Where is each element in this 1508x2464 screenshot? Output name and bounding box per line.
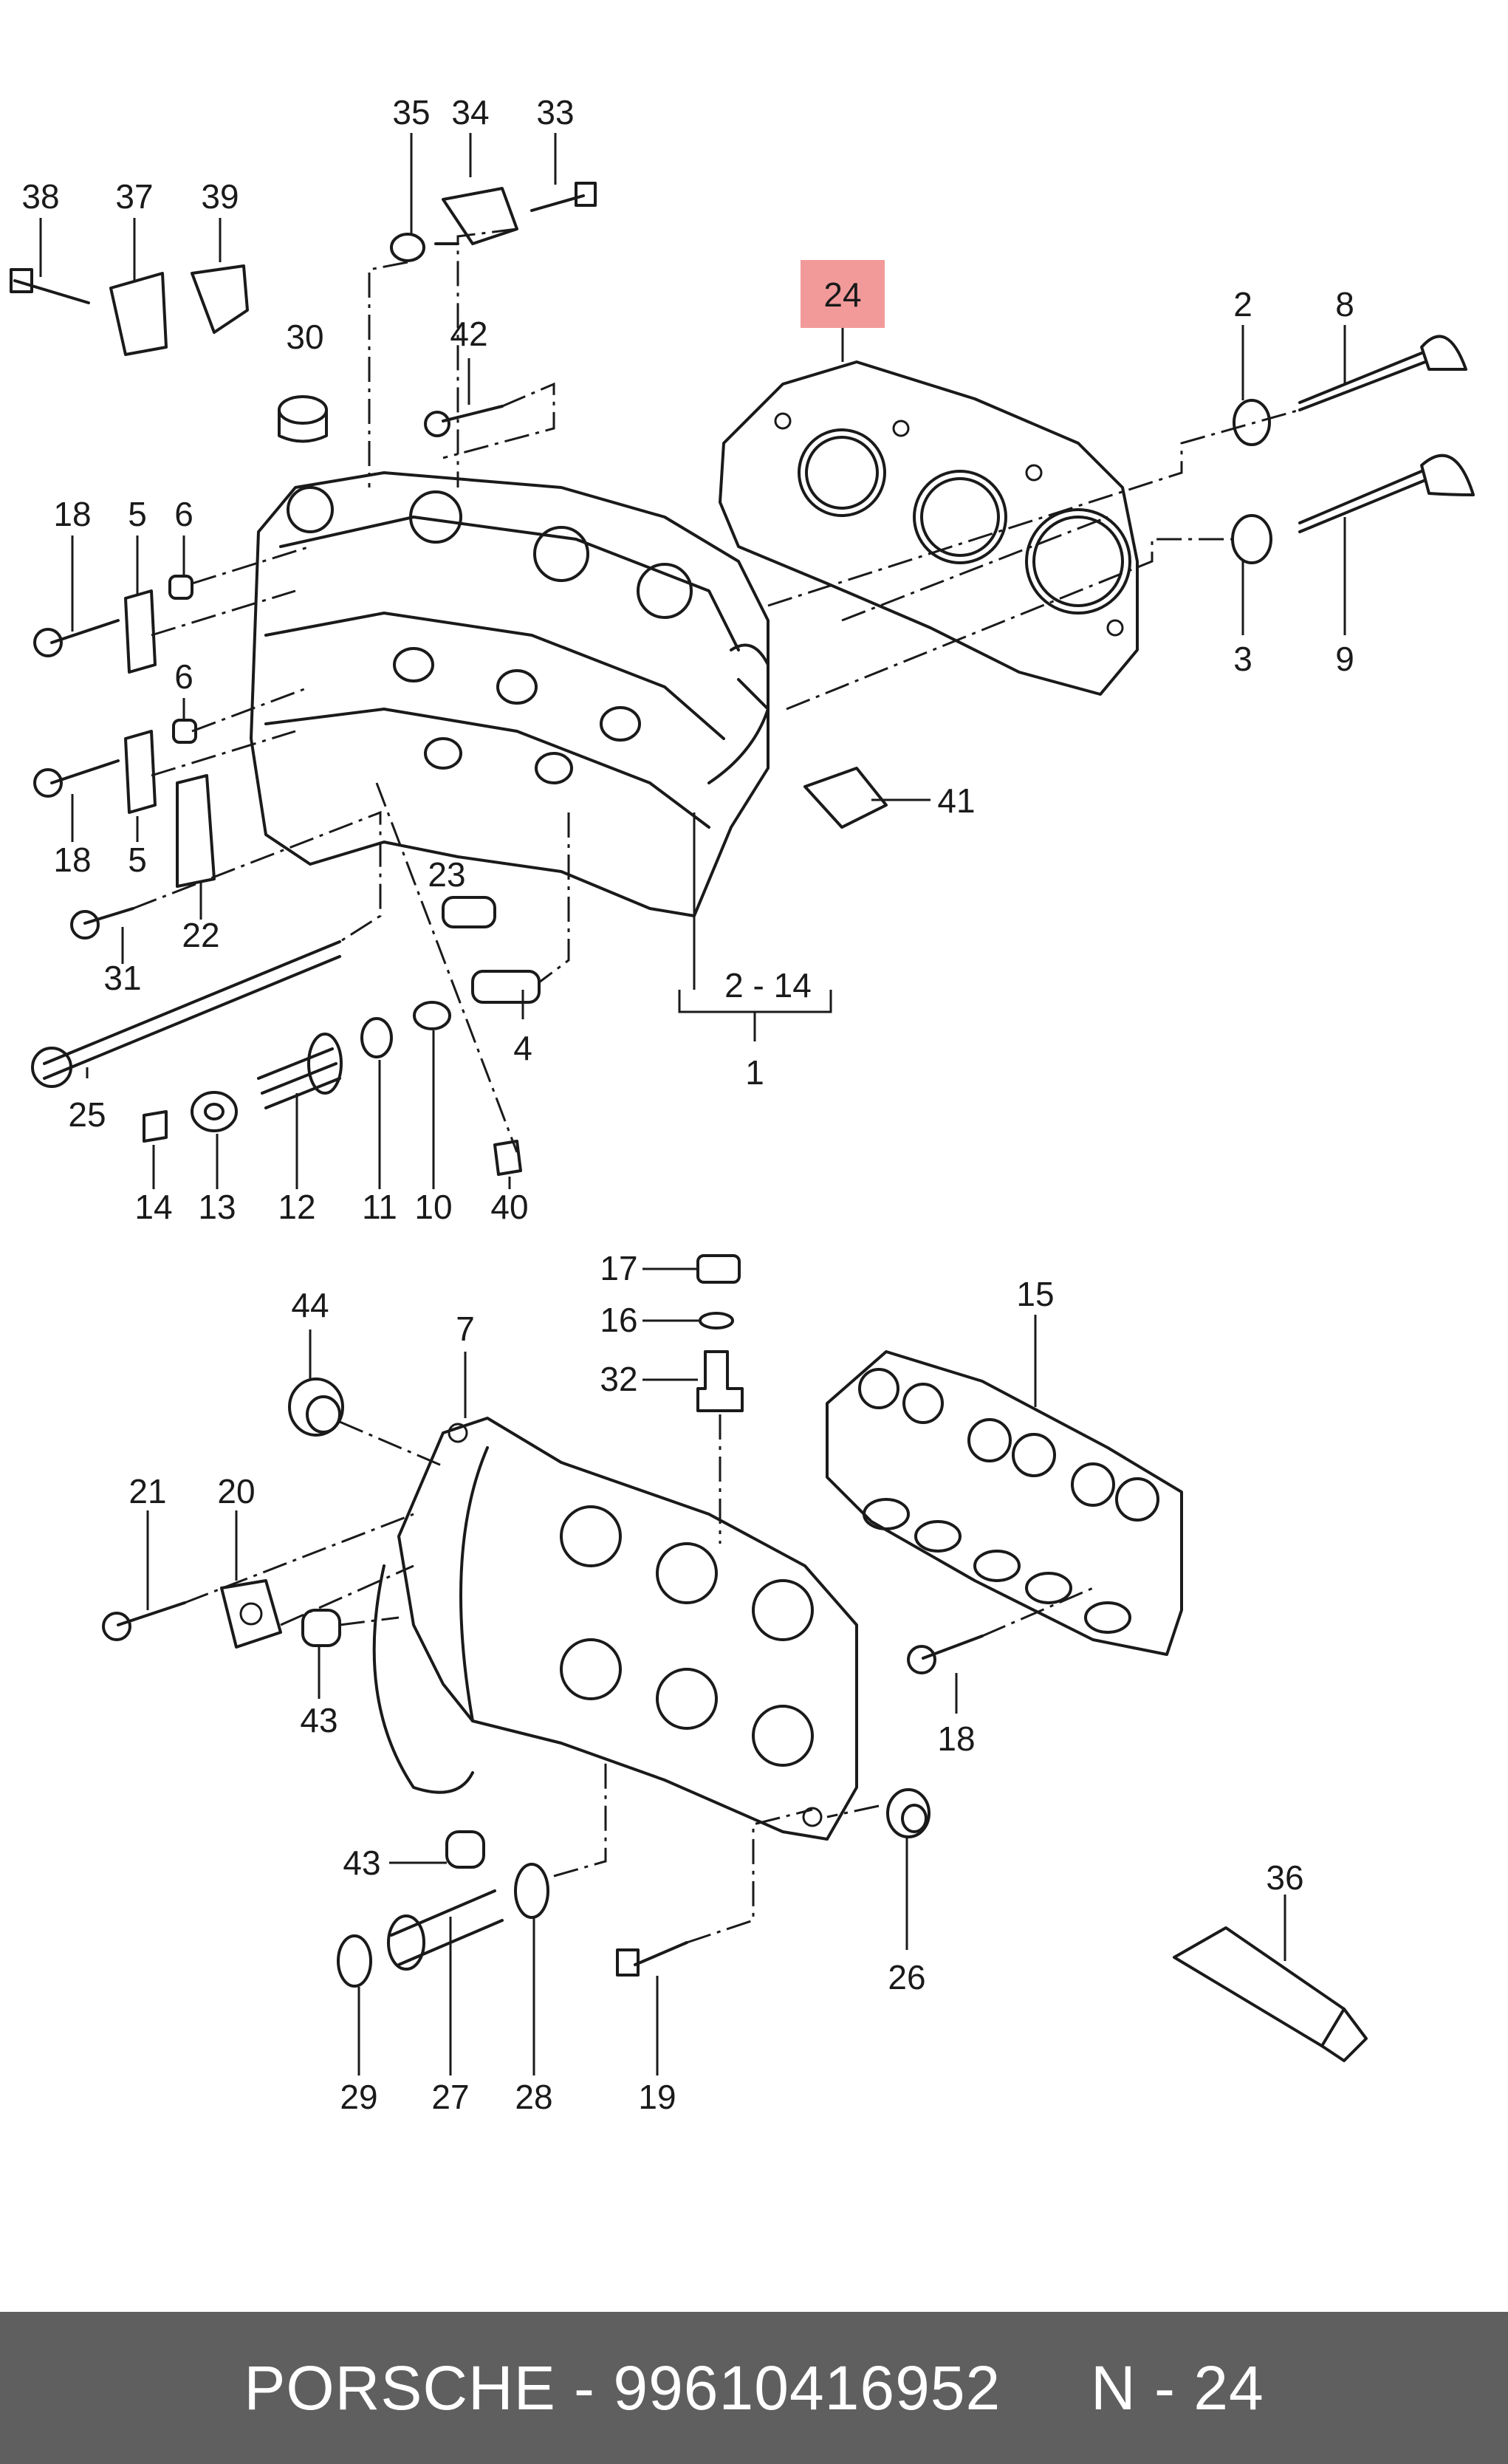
upper-dash-lines — [132, 227, 1300, 1153]
callout-6-upper: 6 — [174, 495, 193, 533]
valves-drawing — [1231, 335, 1475, 564]
callout-39: 39 — [201, 177, 239, 216]
callout-9: 9 — [1335, 640, 1354, 678]
callout-5-upper: 5 — [128, 495, 147, 533]
callout-44: 44 — [291, 1286, 329, 1324]
callout-7: 7 — [456, 1310, 475, 1348]
part-number-caption: PORSCHE - 99610416952 N - 24 — [244, 2352, 1264, 2423]
callout-8: 8 — [1335, 285, 1354, 324]
callout-42: 42 — [450, 315, 487, 353]
callout-29: 29 — [340, 2078, 377, 2116]
callout-18-lower: 18 — [937, 1719, 975, 1758]
callout-18-upper: 18 — [53, 495, 91, 533]
callout-23: 23 — [428, 855, 465, 894]
callout-4: 4 — [513, 1029, 532, 1067]
callout-33: 33 — [536, 93, 574, 131]
callout-18-middle: 18 — [53, 841, 91, 879]
callout-15: 15 — [1016, 1275, 1054, 1313]
callout-22: 22 — [182, 916, 219, 954]
callout-26: 26 — [888, 1958, 925, 1996]
callout-27: 27 — [431, 2078, 469, 2116]
callout-32: 32 — [600, 1360, 637, 1398]
callout-2: 2 — [1233, 285, 1252, 324]
callout-12: 12 — [278, 1188, 315, 1226]
callout-5-lower: 5 — [128, 841, 147, 879]
callout-1: 1 — [745, 1053, 764, 1092]
callout-numbers: 38 37 39 35 34 33 30 42 24 2 8 3 9 18 5 … — [21, 93, 1354, 2116]
upper-small-parts-drawing — [10, 182, 888, 1176]
callout-17: 17 — [600, 1249, 637, 1287]
callout-14: 14 — [134, 1188, 172, 1226]
callout-30: 30 — [286, 318, 323, 356]
callout-19: 19 — [638, 2078, 676, 2116]
callout-25: 25 — [68, 1095, 106, 1134]
callout-20: 20 — [217, 1472, 255, 1510]
callout-40: 40 — [490, 1188, 528, 1226]
callout-35: 35 — [392, 93, 430, 131]
footer-bar: PORSCHE - 99610416952 N - 24 — [0, 2312, 1508, 2464]
lower-dash-lines — [184, 1414, 1094, 1944]
cam-housing-drawing — [372, 1417, 858, 1841]
callout-43-upper: 43 — [300, 1701, 337, 1739]
callout-37: 37 — [115, 177, 153, 216]
callout-28: 28 — [515, 2078, 552, 2116]
callout-24: 24 — [823, 276, 861, 314]
callout-2-14: 2 - 14 — [724, 966, 812, 1005]
callout-43-lower: 43 — [343, 1844, 380, 1882]
manifold-gasket-15-drawing — [826, 1350, 1183, 1656]
callout-leader-lines — [39, 133, 1346, 2075]
callout-38: 38 — [21, 177, 59, 216]
callout-11: 11 — [362, 1188, 397, 1226]
callout-16: 16 — [600, 1301, 637, 1339]
callout-21: 21 — [128, 1472, 166, 1510]
callout-10: 10 — [414, 1188, 452, 1226]
highlight-24 — [801, 260, 885, 328]
callout-6-lower: 6 — [174, 657, 193, 696]
head-gasket-24-drawing — [719, 360, 1139, 696]
exploded-parts-diagram: 38 37 39 35 34 33 30 42 24 2 8 3 9 18 5 … — [10, 93, 1475, 2116]
cylinder-head-drawing — [250, 471, 770, 917]
callout-36: 36 — [1266, 1858, 1303, 1897]
callout-13: 13 — [198, 1188, 236, 1226]
callout-34: 34 — [451, 93, 489, 131]
callout-31: 31 — [103, 959, 141, 997]
callout-3: 3 — [1233, 640, 1252, 678]
callout-41: 41 — [937, 781, 975, 820]
lower-small-parts-drawing — [102, 1254, 1368, 2062]
